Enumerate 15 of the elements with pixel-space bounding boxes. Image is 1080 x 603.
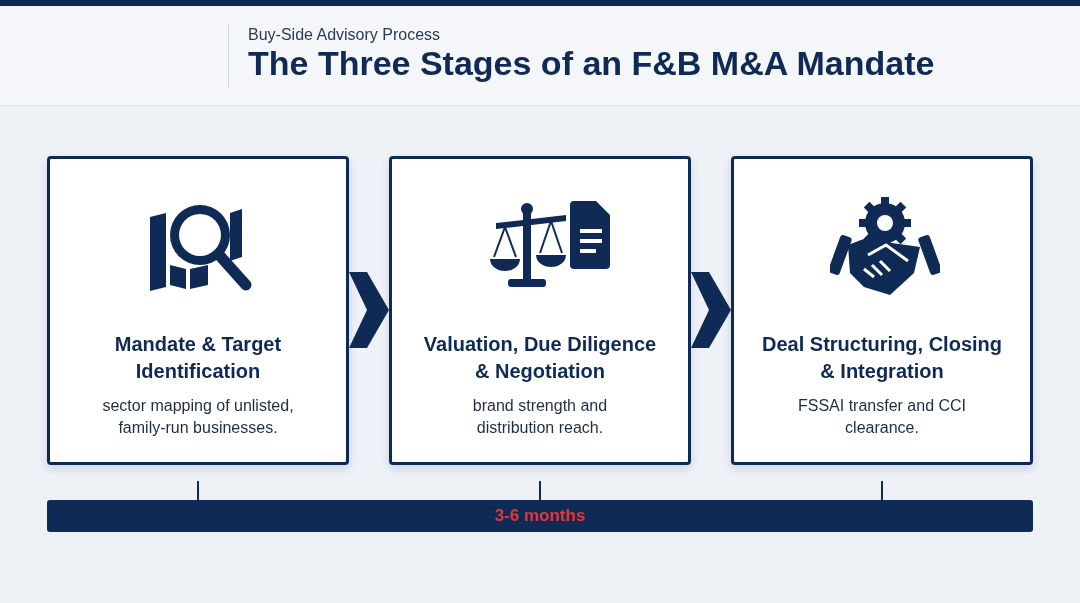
- stage-description: FSSAI transfer and CCI clearance.: [796, 396, 968, 438]
- timeline-bar: [47, 500, 1033, 532]
- stage-heading: Mandate & Target Identification: [113, 332, 283, 384]
- stage-card: [731, 156, 1033, 465]
- chevron-arrow: [691, 272, 731, 348]
- duration-label: 3-6 months: [493, 507, 587, 525]
- stage-heading: Deal Structuring, Closing & Integration: [761, 332, 1003, 384]
- stage-heading: Valuation, Due Diligence & Negotiation: [422, 332, 658, 384]
- title: The Three Stages of an F&B M&A Mandate: [248, 44, 935, 83]
- stage-description: brand strength and distribution reach.: [471, 396, 609, 438]
- stage-description: sector mapping of unlisted, family-run businesses.: [101, 396, 295, 438]
- chevron-arrow: [349, 272, 389, 348]
- stage-card: [47, 156, 349, 465]
- stage-card: [389, 156, 691, 465]
- subtitle: Buy-Side Advisory Process: [248, 26, 441, 44]
